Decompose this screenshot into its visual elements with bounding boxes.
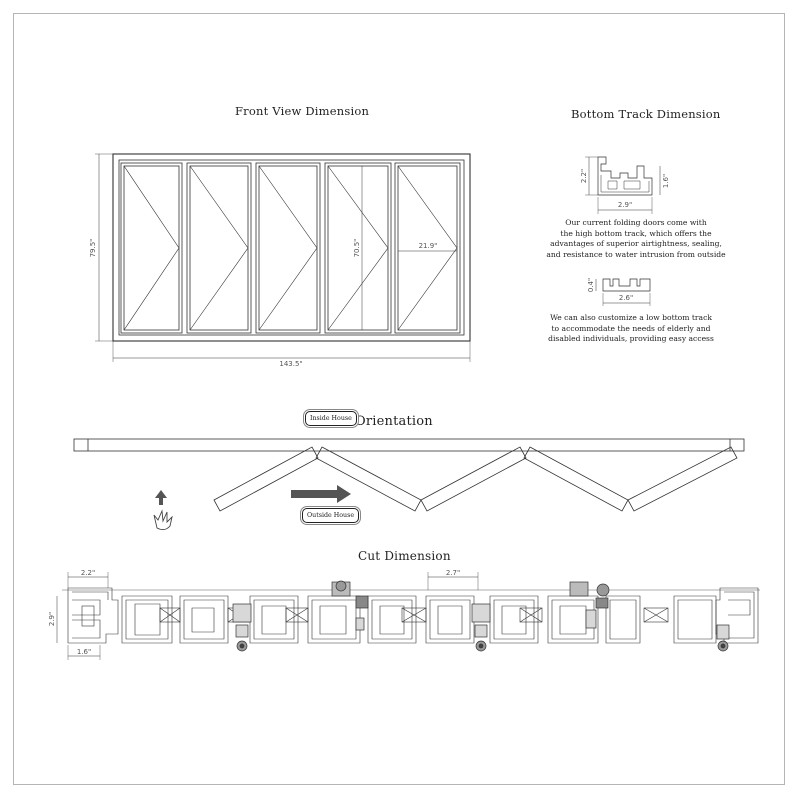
folding-plan-view — [73, 438, 745, 512]
cut-center-label: 2.7" — [446, 569, 460, 577]
outside-house-label: Outside House — [302, 508, 360, 523]
bottom-track-title: Bottom Track Dimension — [571, 107, 721, 121]
hinge-4 — [569, 581, 610, 629]
hardware-details — [232, 580, 730, 652]
cut-bottom-left-label: 1.6" — [77, 648, 91, 656]
panel-height-label: 70.5" — [353, 239, 361, 258]
up-arrow-icon — [155, 490, 167, 505]
hinge-1 — [232, 603, 252, 652]
cut-dimension-profiles — [56, 572, 760, 660]
cut-left-height-label: 2.9" — [48, 612, 56, 626]
arrow-icon — [291, 485, 351, 503]
low-track-description: We can also customize a low bottom track… — [548, 313, 714, 344]
hinge-5 — [716, 624, 730, 652]
front-view-title: Front View Dimension — [235, 104, 370, 118]
high-track-right-height-label: 1.6" — [662, 174, 670, 188]
low-track-width-label: 2.6" — [619, 294, 633, 302]
drawing-border — [13, 13, 785, 785]
hinge-3 — [471, 603, 491, 652]
high-track-width-label: 2.9" — [618, 201, 632, 209]
front-view-drawing — [95, 153, 471, 362]
low-track-height-label: 0.4" — [587, 278, 595, 292]
panel-width-label: 21.9" — [419, 242, 438, 250]
cut-dimension-title: Cut Dimension — [358, 549, 451, 563]
high-bottom-track-profile — [585, 156, 661, 214]
overall-width-label: 143.5" — [279, 360, 302, 368]
hand-icon — [153, 509, 173, 531]
low-bottom-track-profile — [595, 278, 651, 306]
inside-house-label: Inside House — [305, 411, 357, 426]
overall-height-label: 79.5" — [89, 239, 97, 258]
high-track-height-label: 2.2" — [580, 169, 588, 183]
cut-top-left-label: 2.2" — [81, 569, 95, 577]
orientation-title: Orientation — [355, 414, 433, 429]
high-track-description: Our current folding doors come with the … — [546, 218, 726, 259]
hinge-2 — [331, 580, 369, 631]
